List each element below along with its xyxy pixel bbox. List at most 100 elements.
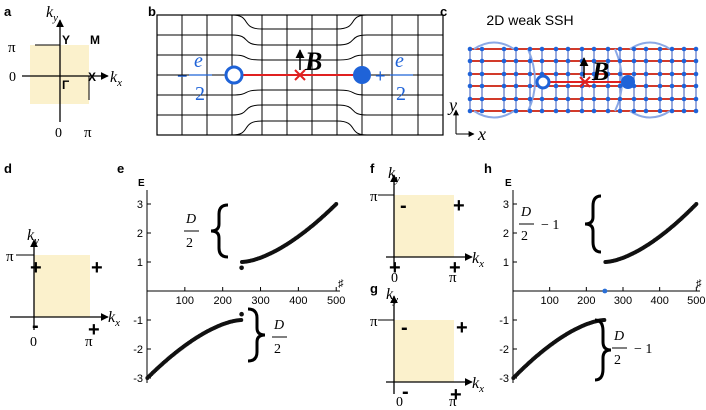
lattice-site: [501, 83, 507, 89]
svg-text:2: 2: [186, 236, 193, 251]
lattice-site: [643, 58, 649, 64]
y-tick-label: 2: [137, 228, 143, 240]
field-label: B: [304, 47, 322, 76]
x-tick-label: 400: [289, 295, 307, 307]
lattice-site: [565, 46, 571, 52]
lattice-site: [643, 96, 649, 102]
lattice-site: [579, 108, 585, 114]
pi-y-label: π: [6, 249, 14, 265]
lattice-site: [657, 108, 663, 114]
lattice-site: [693, 96, 699, 102]
lattice-site: [657, 58, 663, 64]
y-tick-label: -1: [499, 315, 509, 327]
flux-cross-icon: [579, 76, 591, 88]
lattice-site: [479, 96, 485, 102]
lattice-site: [617, 58, 623, 64]
sign-top-right: +: [453, 195, 465, 217]
weak-bond-arc: [527, 48, 536, 112]
panel-f: f ky kx π 0 π - + + +: [370, 161, 484, 286]
weak-bond-arc: [473, 110, 515, 119]
y-tick-label: 3: [503, 199, 509, 211]
lattice-site: [527, 71, 533, 77]
x-axis-label: ♯: [338, 278, 344, 290]
flux-vortex-open: [224, 65, 244, 85]
svg-text:2: 2: [274, 342, 281, 357]
sign-bottom-left: -: [32, 315, 39, 337]
lattice-site: [501, 71, 507, 77]
brace-lower-label: D 2: [272, 318, 287, 357]
lattice-site: [693, 58, 699, 64]
lattice-site: [513, 96, 519, 102]
ky-label: ky: [388, 165, 400, 185]
lattice-site: [513, 108, 519, 114]
lattice-site: [479, 108, 485, 114]
x-tick-label: 200: [577, 295, 595, 307]
sign-bottom-right: +: [450, 384, 462, 406]
lattice-site: [605, 46, 611, 52]
svg-text:−: −: [177, 66, 188, 86]
lattice-site: [681, 58, 687, 64]
lattice-site: [643, 46, 649, 52]
svg-text:e: e: [395, 50, 404, 72]
lattice-site: [565, 108, 571, 114]
kx-label: kx: [472, 375, 484, 395]
pi-x-label: π: [449, 394, 457, 410]
lattice-site: [693, 108, 699, 114]
panel-label: d: [4, 161, 12, 176]
lattice-site: [479, 71, 485, 77]
kx-label: kx: [108, 309, 120, 329]
y-axis-label: y: [447, 95, 457, 115]
y-axis-label: E: [138, 178, 145, 189]
lattice-site: [693, 71, 699, 77]
lattice-site: [657, 83, 663, 89]
y-tick-label: -1: [133, 315, 143, 327]
lattice-site: [669, 71, 675, 77]
lattice-site: [669, 58, 675, 64]
svg-text:2: 2: [614, 353, 621, 368]
brillouin-zone: [394, 195, 454, 257]
lattice-site: [539, 46, 545, 52]
panel-title: 2D weak SSH: [486, 12, 573, 28]
y-point-label: Y: [62, 33, 70, 47]
flux-vortex-filled: [621, 75, 635, 89]
pi-x-label: π: [84, 125, 92, 141]
sign-bottom-right: +: [88, 319, 100, 341]
lattice-site: [467, 46, 473, 52]
x-tick-label: 400: [650, 295, 668, 307]
lattice-site: [693, 46, 699, 52]
zero-x-label: 0: [55, 126, 62, 141]
x-tick-label: 200: [214, 295, 232, 307]
isolated-state: [239, 311, 244, 317]
zero-y-label: 0: [9, 70, 16, 85]
lattice-site: [513, 46, 519, 52]
y-tick-label: 3: [137, 199, 143, 211]
energy-point: [694, 202, 699, 206]
lattice-site: [565, 96, 571, 102]
lattice-site: [605, 96, 611, 102]
x-point-label: X: [88, 70, 96, 84]
x-tick-label: 500: [687, 295, 705, 307]
isolated-state: [239, 265, 244, 271]
lattice-site: [467, 83, 473, 89]
charge-right: + e 2: [375, 50, 413, 105]
lattice-site: [565, 83, 571, 89]
lattice-site: [539, 58, 545, 64]
lattice-site: [565, 71, 571, 77]
panel-label: b: [148, 4, 156, 19]
lattice-site: [657, 46, 663, 52]
lattice-site: [669, 46, 675, 52]
y-tick-label: 1: [503, 257, 509, 269]
grid-hline: [157, 34, 443, 46]
panel-label: e: [117, 161, 124, 176]
lattice-site: [553, 46, 559, 52]
lattice-site: [501, 108, 507, 114]
lattice-site: [617, 46, 623, 52]
brace-upper-label: D 2: [184, 212, 199, 251]
lattice-site: [539, 108, 545, 114]
x-axis-label: x: [477, 124, 486, 144]
lattice-site: [617, 108, 623, 114]
lattice-site: [591, 58, 597, 64]
svg-text:2: 2: [195, 83, 205, 105]
svg-text:2: 2: [521, 229, 528, 244]
